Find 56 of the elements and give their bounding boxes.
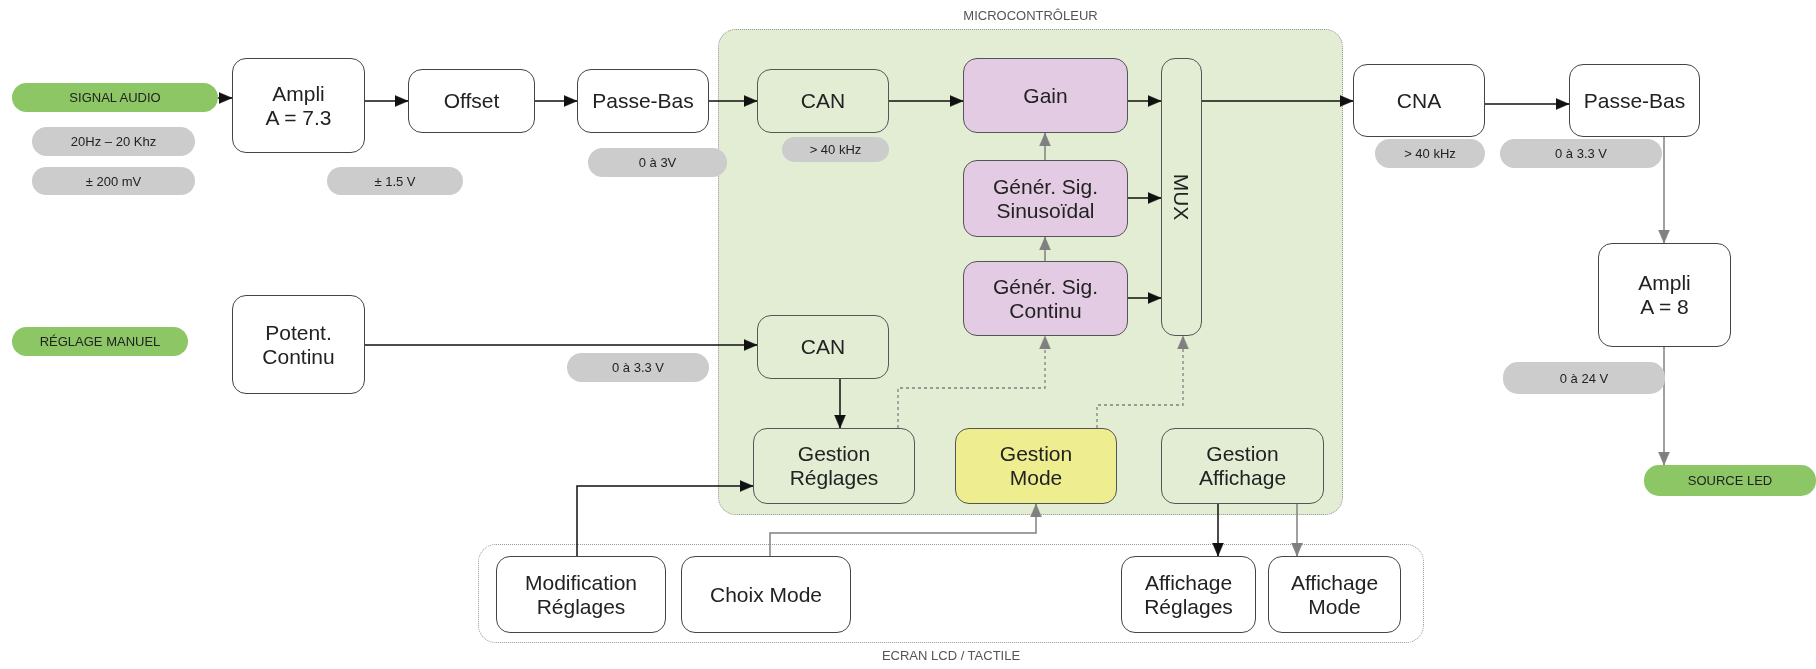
region-title: ECRAN LCD / TACTILE — [880, 648, 1022, 663]
arrow — [897, 335, 1051, 429]
arrow — [1039, 132, 1051, 161]
process-box: Gestion Affichage — [1161, 428, 1324, 504]
arrow — [1658, 136, 1670, 244]
arrow — [1096, 335, 1189, 429]
spec-pill: > 40 kHz — [782, 137, 889, 162]
input-pill: RÉGLAGE MANUEL — [12, 327, 188, 356]
spec-pill: 20Hz – 20 Khz — [32, 127, 195, 156]
arrow — [708, 95, 758, 107]
spec-pill: ± 200 mV — [32, 167, 195, 195]
generator-box: Génér. Sig. Continu — [963, 261, 1128, 336]
converter-box: CAN — [757, 69, 889, 133]
arrow — [1212, 503, 1224, 557]
arrow — [576, 480, 754, 557]
spec-pill: > 40 kHz — [1375, 139, 1485, 168]
process-box: Offset — [408, 69, 535, 133]
input-pill: SIGNAL AUDIO — [12, 83, 218, 112]
arrow — [1039, 236, 1051, 262]
process-box: Gestion Mode — [955, 428, 1117, 504]
amplifier-box: Ampli A = 7.3 — [232, 58, 365, 153]
arrow — [834, 378, 846, 429]
input-box: Modification Réglages — [496, 556, 666, 633]
filter-box: Passe-Bas — [577, 69, 709, 133]
arrow — [217, 92, 233, 104]
potentiometer-box: Potent. Continu — [232, 295, 365, 394]
multiplexer-box: MUX — [1161, 58, 1202, 336]
arrow — [1291, 503, 1303, 557]
spec-pill: 0 à 3.3 V — [1500, 139, 1662, 168]
generator-box: Génér. Sig. Sinusoïdal — [963, 160, 1128, 237]
filter-box: Passe-Bas — [1569, 64, 1700, 137]
arrow — [1201, 95, 1354, 107]
arrow — [1127, 192, 1162, 204]
input-box: Choix Mode — [681, 556, 851, 633]
amplifier-box: Ampli A = 8 — [1598, 243, 1731, 347]
arrow — [1127, 292, 1162, 304]
arrow — [769, 503, 1042, 557]
spec-pill: ± 1.5 V — [327, 167, 463, 195]
arrow — [364, 95, 409, 107]
display-box: Affichage Mode — [1268, 556, 1401, 633]
arrow — [1127, 95, 1162, 107]
arrow — [534, 95, 578, 107]
arrow — [1484, 98, 1570, 110]
output-pill: SOURCE LED — [1644, 465, 1816, 496]
spec-pill: 0 à 3V — [588, 148, 727, 177]
spec-pill: 0 à 3.3 V — [567, 353, 709, 382]
process-box: Gain — [963, 58, 1128, 133]
arrow — [888, 95, 964, 107]
arrow — [1658, 346, 1670, 466]
spec-pill: 0 à 24 V — [1503, 362, 1665, 394]
region-title: MICROCONTRÔLEUR — [962, 8, 1099, 23]
converter-box: CNA — [1353, 64, 1485, 137]
arrow — [364, 339, 758, 351]
converter-box: CAN — [757, 315, 889, 379]
process-box: Gestion Réglages — [753, 428, 915, 504]
display-box: Affichage Réglages — [1121, 556, 1256, 633]
